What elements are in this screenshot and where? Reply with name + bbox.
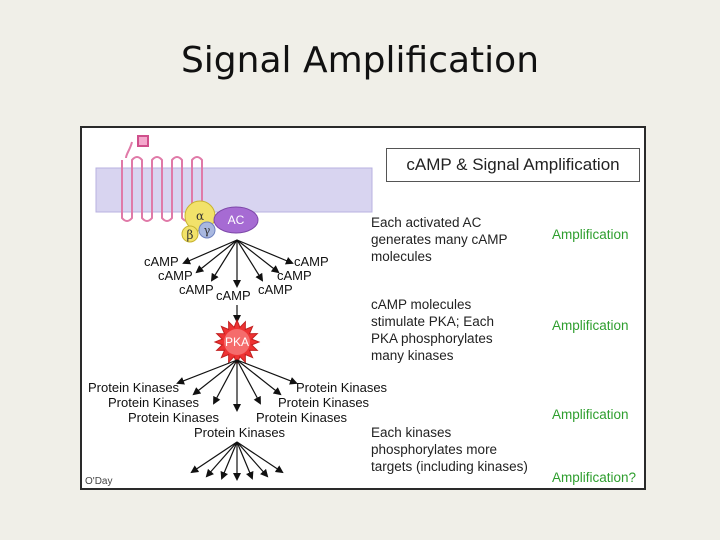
arrow	[236, 359, 298, 385]
kinase-label: Protein Kinases	[296, 380, 388, 395]
amplification-tag: Amplification?	[552, 470, 637, 485]
pka-core	[224, 329, 250, 355]
camp-label: cAMP	[216, 288, 251, 303]
slide-title: Signal Amplification	[180, 40, 540, 81]
arrow	[236, 239, 294, 265]
figure-headline: cAMP & Signal Amplification	[386, 148, 640, 182]
arrow	[190, 441, 238, 474]
camp-label: cAMP	[294, 254, 329, 269]
kinase-label: Protein Kinases	[256, 410, 348, 425]
amplification-tag: Amplification	[552, 227, 629, 242]
camp-label: cAMP	[158, 268, 193, 283]
kinase-label: Protein Kinases	[194, 425, 286, 440]
camp-label: cAMP	[179, 282, 214, 297]
kinase-label: Protein Kinases	[128, 410, 220, 425]
arrow	[236, 441, 254, 480]
arrow	[236, 239, 264, 282]
camp-arrow-fan	[182, 239, 294, 288]
beta-label: β	[187, 228, 194, 242]
arrow	[213, 359, 238, 405]
arrow	[236, 441, 284, 474]
beta-subunit	[181, 225, 199, 243]
step-description: Each kinases phosphorylates more targets…	[371, 425, 528, 474]
target-arrow-fan	[190, 441, 284, 481]
gamma-subunit	[198, 221, 216, 239]
pka-label: PKA	[225, 335, 249, 349]
arrow	[236, 239, 280, 274]
ac-label: AC	[228, 213, 245, 227]
camp-label: cAMP	[258, 282, 293, 297]
kinase-label: Protein Kinases	[108, 395, 200, 410]
arrow	[236, 359, 261, 405]
kinase-label: Protein Kinases	[278, 395, 370, 410]
arrow	[182, 239, 238, 265]
kinase-label: Protein Kinases	[88, 380, 180, 395]
pathway-diagram: α β γ AC PKA	[95, 135, 373, 481]
arrow	[220, 441, 238, 480]
amplification-tag: Amplification	[552, 318, 629, 333]
diagram-figure: α β γ AC PKA cAMP cAMP cAMP cAMP cAMP cA…	[80, 126, 646, 490]
step-description: Each activated AC generates many cAMP mo…	[371, 215, 508, 264]
gamma-label: γ	[204, 224, 211, 237]
cell-membrane	[95, 167, 373, 213]
adenylyl-cyclase	[213, 206, 259, 234]
arrow	[176, 359, 238, 385]
arrow	[195, 239, 238, 274]
kinase-arrow-fan	[176, 359, 298, 412]
credit-label: O'Day	[85, 476, 113, 487]
arrow	[236, 441, 269, 478]
arrow	[192, 359, 238, 396]
camp-label: cAMP	[277, 268, 312, 283]
step-description: cAMP molecules stimulate PKA; Each PKA p…	[371, 297, 495, 363]
arrow	[236, 359, 282, 396]
amplification-tag: Amplification	[552, 407, 629, 422]
alpha-label: α	[196, 209, 204, 223]
arrow	[205, 441, 238, 478]
arrow	[210, 239, 238, 282]
camp-label: cAMP	[144, 254, 179, 269]
